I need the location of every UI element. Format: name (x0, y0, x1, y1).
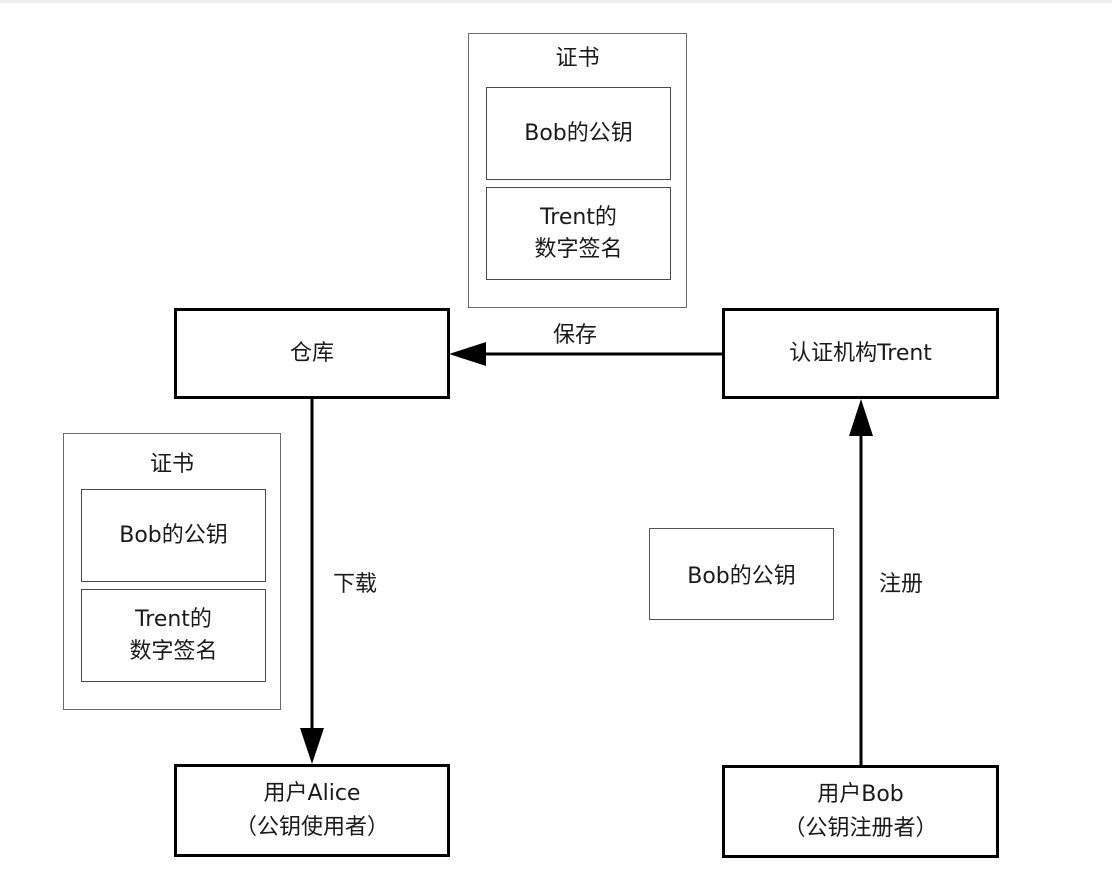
download-label: 下载 (333, 572, 378, 597)
save-arrowhead (449, 342, 486, 366)
certificate-title: 证书 (149, 452, 194, 477)
user-bob-role: （公钥注册者） (783, 815, 938, 841)
certificate-title: 证书 (555, 46, 600, 71)
bob-public-key-box: Bob的公钥 (649, 528, 834, 620)
user-alice-role: （公钥使用者） (234, 814, 389, 840)
user-bob-node: 用户Bob （公钥注册者） (722, 765, 999, 858)
user-alice-name: 用户Alice (263, 780, 361, 806)
certification-authority-label: 认证机构Trent (789, 340, 932, 366)
certification-authority-node: 认证机构Trent (722, 308, 999, 399)
register-label: 注册 (879, 572, 924, 597)
bob-public-key-label: Bob的公钥 (687, 564, 796, 589)
certificate-top: 证书 Bob的公钥 Trent的 数字签名 (468, 33, 687, 308)
certificate-signature-line1: Trent的 (135, 606, 212, 632)
certificate-public-key-label: Bob的公钥 (524, 120, 633, 146)
certificate-signature: Trent的 数字签名 (81, 589, 266, 682)
repository-label: 仓库 (289, 340, 334, 366)
save-label: 保存 (553, 323, 598, 348)
certificate-signature-line2: 数字签名 (534, 236, 623, 262)
certificate-left: 证书 Bob的公钥 Trent的 数字签名 (63, 433, 281, 710)
repository-node: 仓库 (174, 308, 450, 399)
user-alice-node: 用户Alice （公钥使用者） (174, 764, 450, 857)
register-arrowhead (849, 399, 873, 436)
certificate-signature: Trent的 数字签名 (486, 187, 671, 280)
certificate-public-key-label: Bob的公钥 (119, 522, 228, 548)
user-bob-name: 用户Bob (817, 781, 904, 807)
certificate-public-key: Bob的公钥 (81, 489, 266, 582)
certificate-public-key: Bob的公钥 (486, 87, 671, 180)
certificate-signature-line2: 数字签名 (129, 638, 218, 664)
certificate-signature-line1: Trent的 (540, 204, 617, 230)
download-arrowhead (300, 728, 324, 764)
top-border-strip (0, 0, 1112, 3)
